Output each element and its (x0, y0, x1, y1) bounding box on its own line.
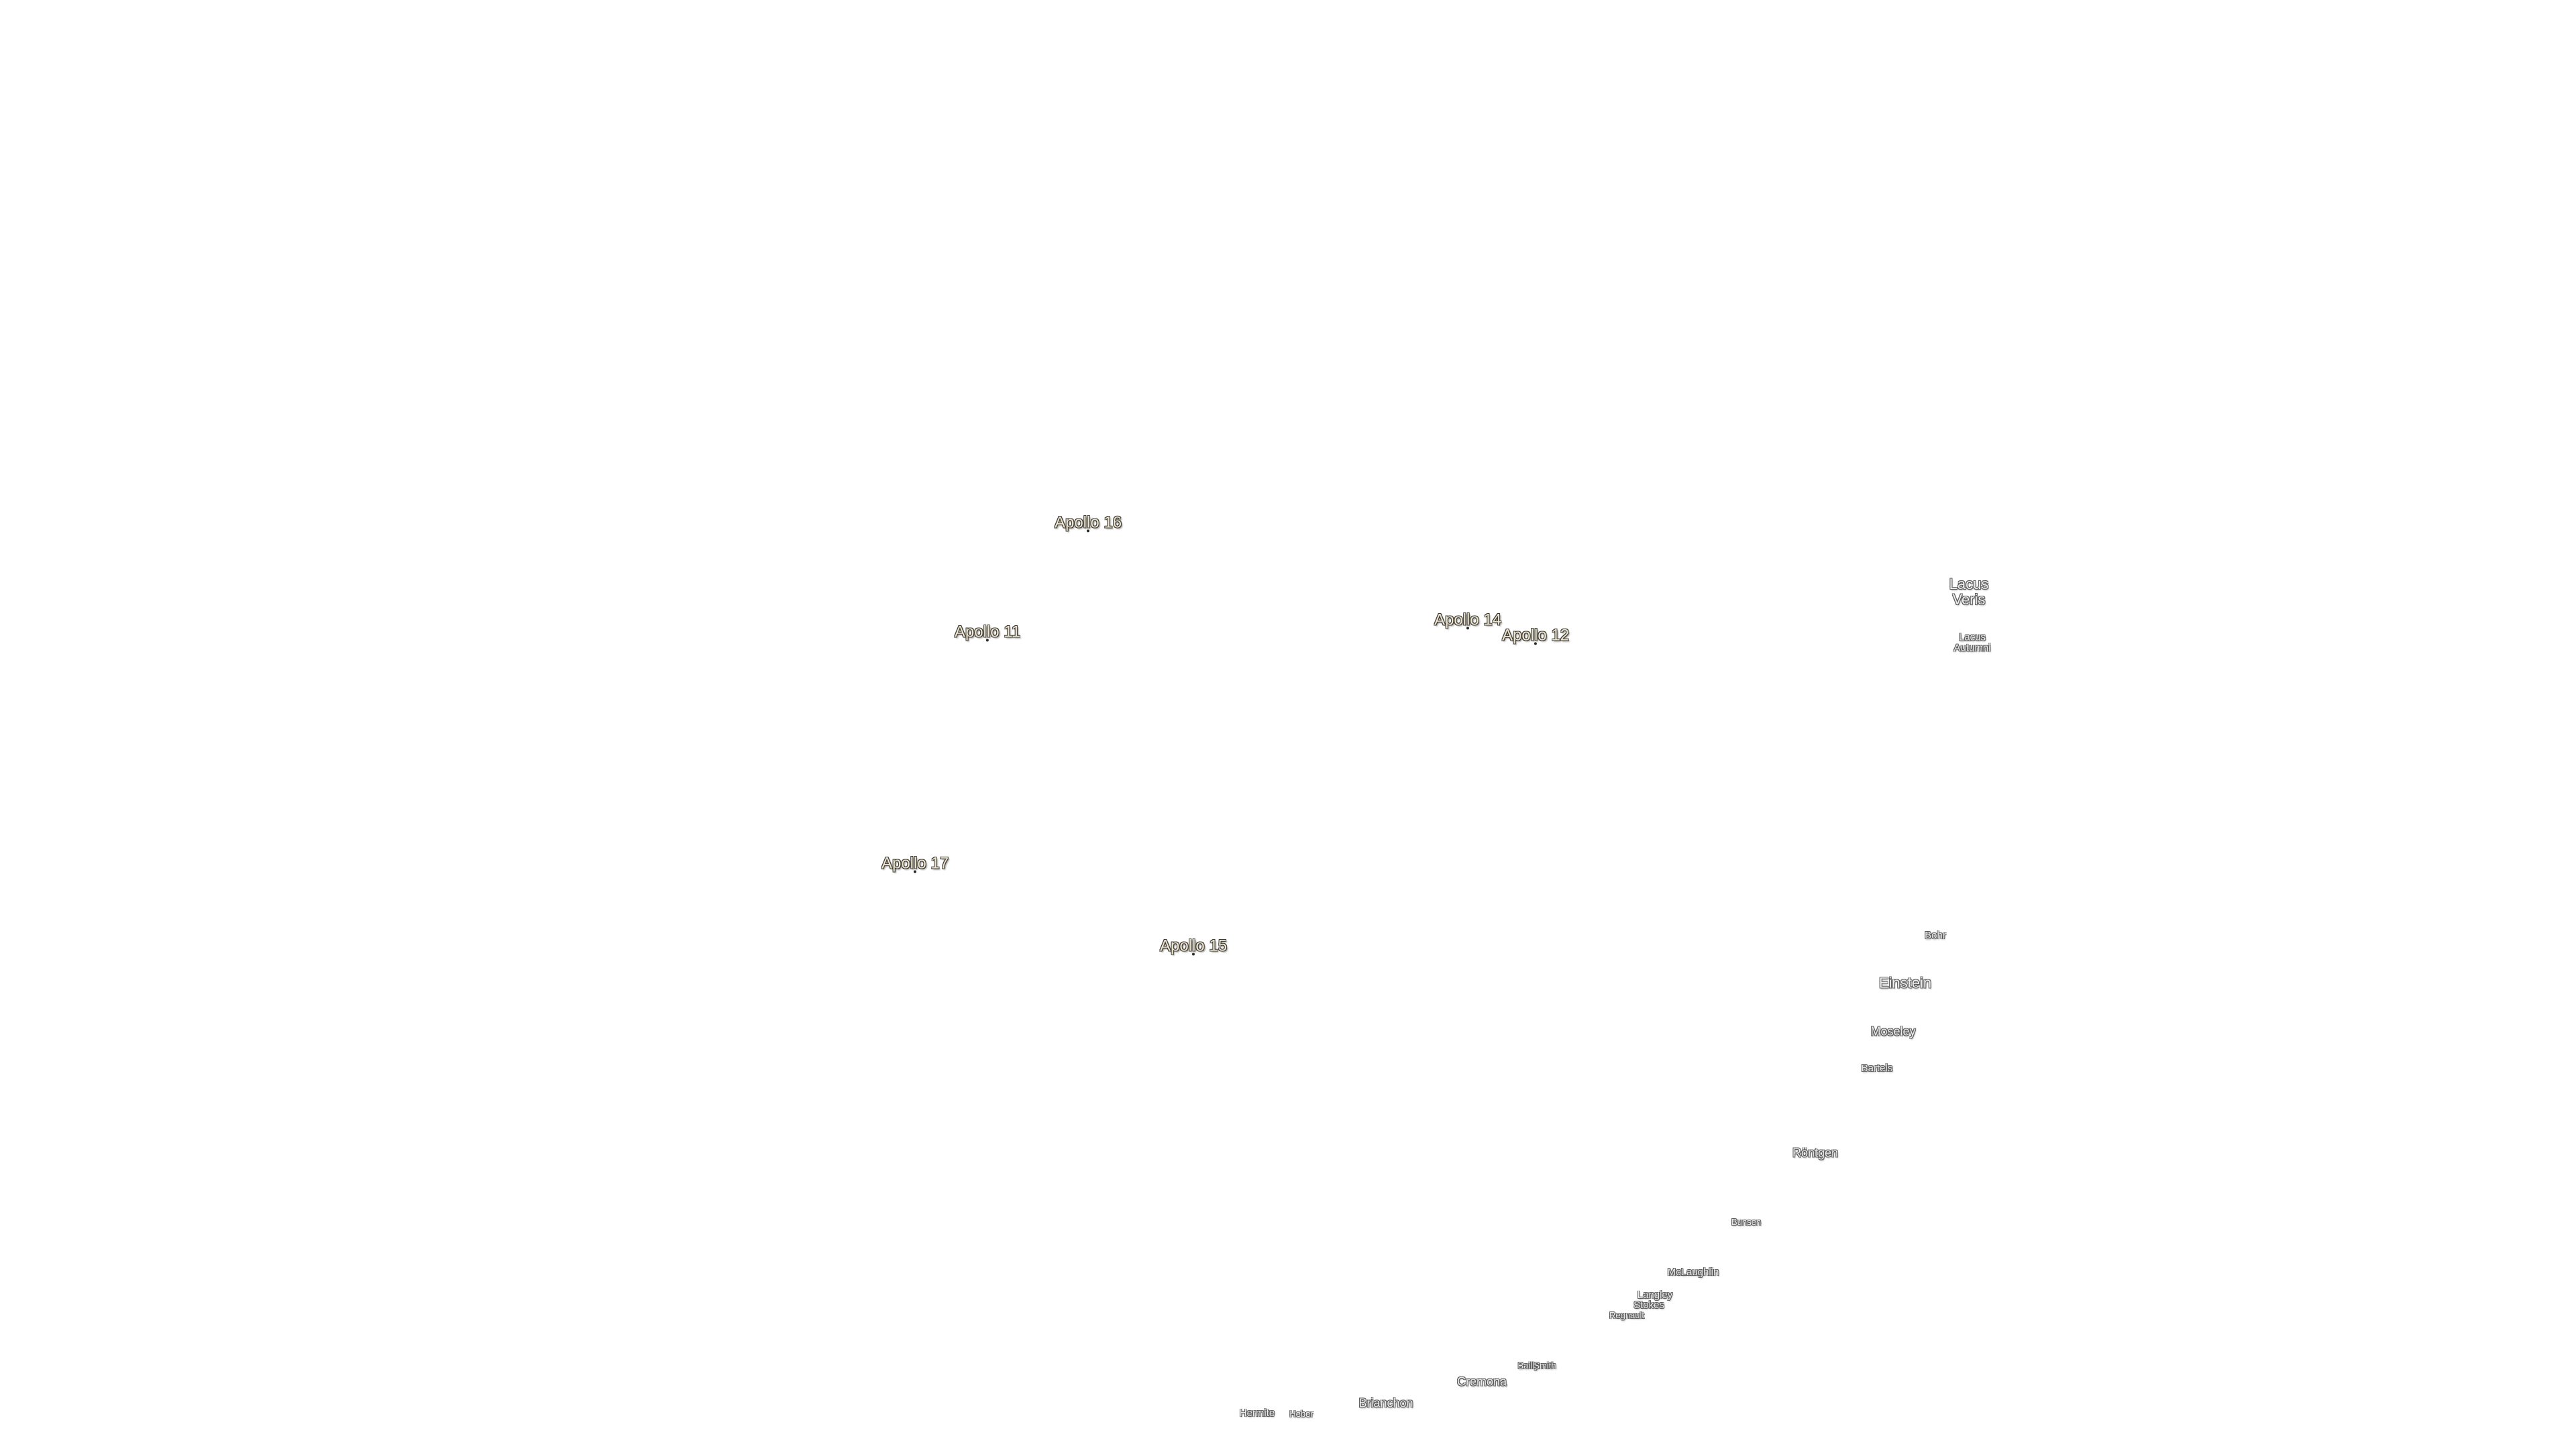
apollo-17-site-marker (913, 870, 916, 873)
stokes-label[interactable]: Stokes (1633, 1299, 1664, 1311)
apollo-16-label[interactable]: Apollo 16 (1054, 513, 1122, 533)
apollo-17-label[interactable]: Apollo 17 (881, 855, 949, 873)
lacus-autumni-line2: Autumni (1953, 642, 1991, 653)
apollo-15-name: Apollo 15 (1159, 936, 1228, 955)
smith-label[interactable]: Smith (1534, 1360, 1556, 1371)
lacus-autumni-line1: Lacus (1958, 631, 1986, 643)
heber-label[interactable]: Heber (1289, 1409, 1313, 1419)
moseley-label[interactable]: Moseley (1870, 1024, 1916, 1038)
brianchon-label[interactable]: Brianchon (1358, 1396, 1413, 1410)
apollo-17-name: Apollo 17 (881, 854, 949, 873)
apollo-15-label[interactable]: Apollo 15 (1159, 936, 1228, 956)
lacus-veris-line2: Veris (1952, 591, 1986, 608)
regnault-label[interactable]: Regnault (1609, 1310, 1645, 1321)
apollo-14-site-marker (1466, 627, 1469, 630)
rontgen-label[interactable]: Röntgen (1792, 1146, 1839, 1160)
cremona-label[interactable]: Cremona (1456, 1375, 1507, 1389)
lacus-autumni-label[interactable]: Lacus Autumni (1953, 632, 1990, 653)
apollo-16-site-marker (1086, 529, 1089, 533)
apollo-15-site-marker (1191, 953, 1195, 956)
apollo-11-name: Apollo 11 (954, 623, 1021, 641)
apollo-12-name: Apollo 12 (1501, 626, 1570, 645)
apollo-12-label[interactable]: Apollo 12 (1502, 627, 1569, 645)
apollo-14-name: Apollo 14 (1434, 610, 1502, 629)
apollo-12-site-marker (1534, 642, 1537, 645)
bailly-label[interactable]: Bailly (1517, 1360, 1539, 1371)
hermite-label[interactable]: Hermite (1239, 1407, 1275, 1419)
lacus-veris-line1: Lacus (1949, 575, 1989, 592)
bartels-label[interactable]: Bartels (1861, 1063, 1893, 1075)
apollo-11-site-marker (985, 639, 989, 642)
apollo-11-label[interactable]: Apollo 11 (954, 623, 1021, 642)
apollo-14-label[interactable]: Apollo 14 (1434, 610, 1502, 630)
bohr-label[interactable]: Bohr (1925, 930, 1946, 942)
langley-label[interactable]: Langley (1637, 1289, 1673, 1301)
einstein-label[interactable]: Einstein (1878, 974, 1932, 991)
lacus-veris-label[interactable]: Lacus Veris (1949, 576, 1989, 607)
bunsen-label[interactable]: Bunsen (1731, 1217, 1762, 1228)
mclaughlin-label[interactable]: McLaughlin (1667, 1267, 1719, 1279)
apollo-16-name: Apollo 16 (1054, 513, 1122, 532)
